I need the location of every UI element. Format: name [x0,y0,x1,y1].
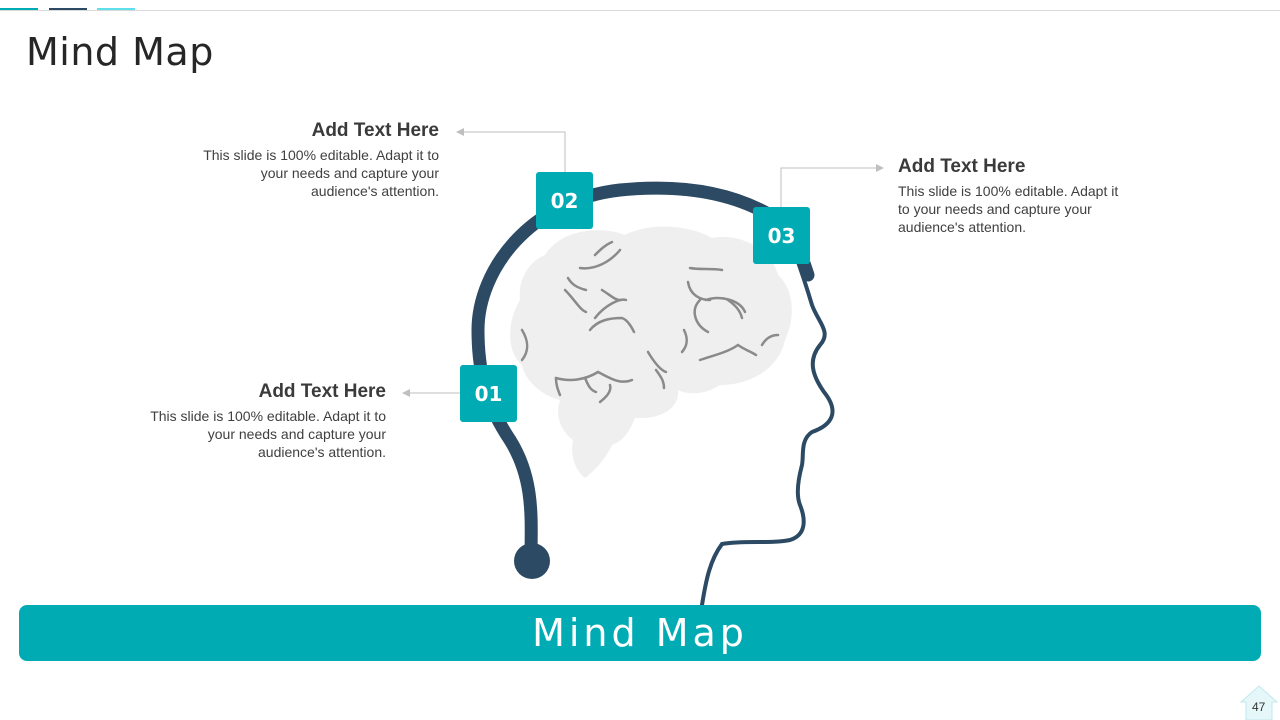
top-accent-bar-teal [0,8,38,11]
connector-arrowheads [402,128,884,397]
text-block-01: Add Text Here This slide is 100% editabl… [146,381,386,461]
bottom-banner: Mind Map [19,605,1261,661]
text-block-03: Add Text Here This slide is 100% editabl… [898,156,1128,236]
top-accent-bar-navy [49,8,87,11]
brain-icon [510,226,792,478]
text-block-02-heading: Add Text Here [311,120,439,141]
top-accent-bar-cyan [97,8,135,11]
badge-03: 03 [753,207,810,264]
home-icon[interactable] [1238,682,1280,720]
text-block-03-body: This slide is 100% editable. Adapt it to… [898,183,1119,235]
connector-lines [405,131,880,394]
text-block-02-body: This slide is 100% editable. Adapt it to… [203,147,439,199]
page-number: 47 [1252,700,1266,714]
text-block-03-heading: Add Text Here [898,156,1026,177]
slide-title: Mind Map [26,30,214,74]
badge-01: 01 [460,365,517,422]
badge-02: 02 [536,172,593,229]
text-block-02: Add Text Here This slide is 100% editabl… [199,120,439,200]
top-divider [0,10,1280,11]
text-block-01-body: This slide is 100% editable. Adapt it to… [150,408,386,460]
banner-title: Mind Map [532,611,748,655]
text-block-01-heading: Add Text Here [258,381,386,402]
